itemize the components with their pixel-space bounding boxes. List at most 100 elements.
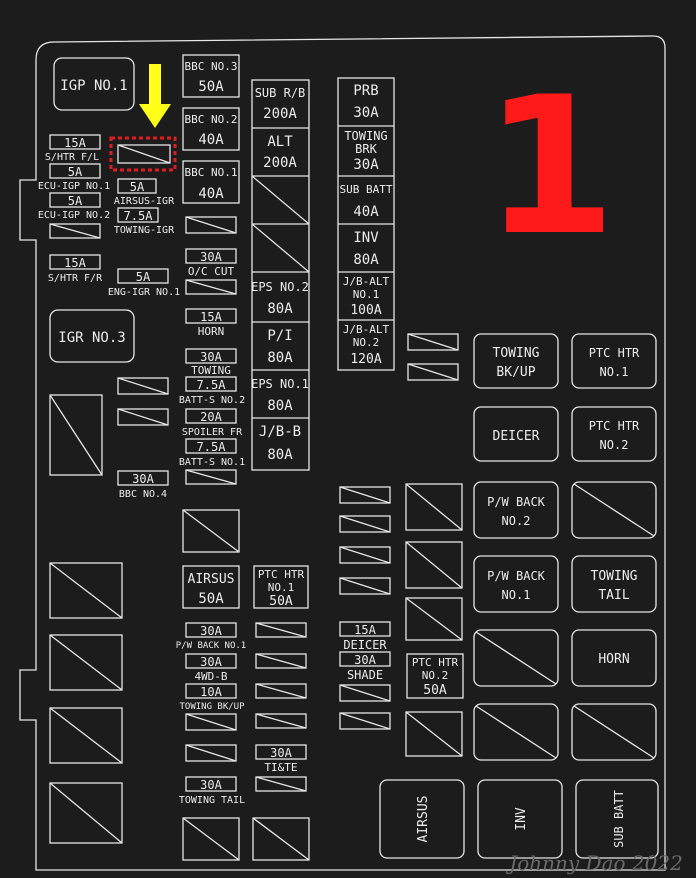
fuse-name: SPOILER FR [182, 427, 243, 438]
relay-spare-lower-4 [49, 782, 123, 844]
fuse-name: TOWING BK/UP [179, 702, 245, 712]
fuse-jbb-amp: 80A [267, 447, 293, 463]
fuse-bbc-no2: BBC NO.2 40A [182, 107, 240, 151]
fuse-spare-col3-1 [185, 216, 237, 234]
fuse-name-sub: NO.2 [422, 669, 449, 682]
fuse-spare-col5-3 [339, 546, 391, 564]
fuse-airsus-50a: AIRSUS 50A [182, 565, 240, 609]
fuse-eps1-amp: 80A [267, 398, 293, 414]
fuse-amp: 50A [198, 79, 224, 95]
fuse-spare-col6-1 [407, 333, 459, 351]
fuse-amp: 5A [68, 165, 83, 179]
fuse-horn: 15A HORN [185, 308, 237, 338]
fuse-jbb-name: J/B-B [259, 424, 301, 440]
fuse-amp: 30A [200, 350, 222, 364]
relay-spare-right-3 [473, 703, 559, 761]
relay-label-sub: NO.2 [502, 514, 531, 528]
fuse-spare-col4-2 [255, 653, 307, 669]
highlight-box [109, 136, 177, 172]
fuse-jb-alt2-amp: 120A [350, 352, 381, 367]
relay-spare-col4-bottom [252, 817, 310, 861]
relay-spare-right-1 [571, 481, 657, 539]
relay-spare-col3-bottom [182, 817, 240, 861]
fuse-spare-left-1 [49, 223, 101, 239]
fuse-spare-col4-1 [255, 622, 307, 638]
fuse-sub-batt-amp: 40A [353, 204, 379, 220]
fuse-name: BBC NO.1 [185, 166, 238, 179]
fuse-jb-alt1-amp: 100A [350, 303, 381, 318]
fuse-spare-col5-2 [339, 515, 391, 533]
fuse-amp: 30A [200, 624, 222, 638]
fuse-amp: 30A [200, 655, 222, 669]
fuse-name: ECU-IGP NO.1 [38, 181, 110, 192]
fuse-towing-bkup: 10A TOWING BK/UP [179, 683, 245, 712]
relay-spare-left [49, 394, 103, 476]
fuse-name: TI&TE [264, 761, 297, 774]
fuse-ptc-htr-no2: PTC HTR NO.2 50A [406, 653, 464, 699]
fuse-name: S/HTR F/R [48, 273, 103, 284]
fuse-oc-cut: 30A O/C CUT [185, 248, 237, 278]
fuse-eps2-name: EPS NO.2 [251, 280, 309, 294]
fuse-block-col5 [337, 77, 395, 371]
relay-label: P/W BACK [487, 569, 546, 583]
relay-label: AIRSUS [416, 796, 431, 843]
signature: Johnny Dao 2022 [505, 851, 683, 875]
relay-label-sub: NO.1 [502, 588, 531, 602]
relay-ptc-htr-no2: PTC HTR NO.2 [571, 406, 657, 462]
fuse-name: TOWING TAIL [179, 795, 245, 806]
fuse-name: PTC HTR [412, 656, 459, 669]
relay-label: IGP NO.1 [60, 78, 127, 94]
relay-spare-col6-2 [405, 541, 463, 589]
relay-label-sub: NO.1 [600, 365, 629, 379]
fuse-name: AIRSUS [188, 572, 235, 587]
fuse-name: SHADE [347, 668, 383, 682]
down-arrow-icon [139, 64, 171, 128]
relay-label: PTC HTR [589, 419, 640, 433]
panel-outline [19, 35, 666, 871]
fuse-spare-col4-4 [255, 713, 307, 729]
fuse-amp: 40A [198, 186, 224, 202]
fuse-ptc-htr-no1: PTC HTR NO.1 50A [253, 565, 309, 609]
fuse-name: AIRSUS-IGR [114, 196, 175, 207]
relay-spare-right-2 [473, 629, 559, 687]
relay-ptc-htr-no1: PTC HTR NO.1 [571, 333, 657, 389]
fuse-shade: 30A SHADE [339, 651, 391, 682]
fuse-towing-tail: 30A TOWING TAIL [179, 776, 245, 806]
fuse-spare-col5-5 [339, 684, 391, 702]
fuse-name: BATT-S NO.1 [179, 457, 245, 468]
fuse-batt-s-no2: 7.5A BATT-S NO.2 [179, 376, 245, 406]
relay-label-sub: TAIL [598, 588, 629, 603]
fuse-prb-amp: 30A [353, 105, 379, 121]
fuse-amp: 20A [200, 410, 222, 424]
fuse-spare-col6-2 [407, 363, 459, 381]
fuse-bbc-no1: BBC NO.1 40A [182, 160, 240, 204]
fuse-jb-alt1-sub: NO.1 [353, 288, 380, 301]
fuse-name: HORN [198, 325, 225, 338]
fuse-pw-back-no1: 30A P/W BACK NO.1 [176, 622, 246, 651]
relay-horn: HORN [571, 629, 657, 687]
relay-spare-col6-4 [405, 711, 463, 757]
fuse-spare-col5-4 [339, 577, 391, 595]
fuse-amp: 15A [64, 136, 86, 150]
fuse-amp: 10A [200, 685, 222, 699]
relay-deicer: DEICER [473, 406, 559, 462]
fuse-spare-col2-1 [117, 377, 169, 395]
fuse-bbc-no3: BBC NO.3 50A [182, 54, 240, 98]
fuse-name: ECU-IGP NO.2 [38, 210, 110, 221]
fuse-eng-igr-no1: 5A ENG-IGR NO.1 [108, 268, 180, 298]
fuse-eps2-amp: 80A [267, 301, 293, 317]
fuse-amp: 50A [198, 591, 224, 607]
relay-label: IGR NO.3 [58, 330, 125, 346]
fuse-name: P/W BACK NO.1 [176, 641, 246, 651]
fuse-s-htr-fl: 15A S/HTR F/L [45, 134, 101, 163]
fuse-name: TOWING [191, 364, 231, 377]
fuse-airsus-igr: 5A AIRSUS-IGR [114, 178, 175, 207]
fuse-towing: 30A TOWING [185, 348, 237, 377]
fuse-towing-brk-amp: 30A [353, 157, 379, 173]
fuse-inv-amp: 80A [353, 252, 379, 268]
badge-number: 1 [484, 56, 616, 277]
relay-label: P/W BACK [487, 495, 546, 509]
fuse-titie: 30A TI&TE [255, 744, 307, 774]
